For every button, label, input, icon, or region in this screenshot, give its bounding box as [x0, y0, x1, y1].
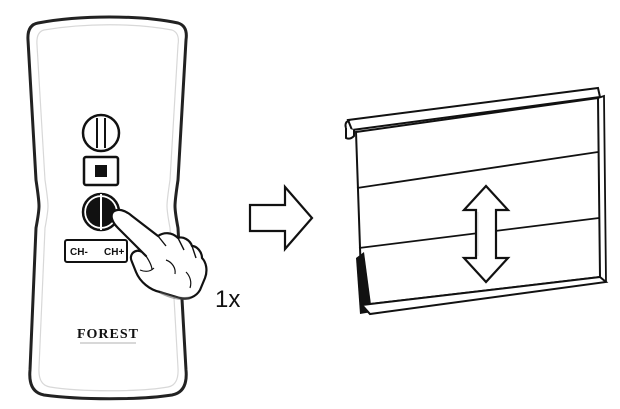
- right-arrow-icon: [248, 184, 314, 252]
- channel-up-button[interactable]: CH+: [104, 247, 124, 258]
- channel-buttons: CH- CH+: [64, 239, 128, 263]
- brand-logo: FOREST: [77, 327, 139, 342]
- channel-down-button[interactable]: CH-: [70, 247, 88, 258]
- up-down-arrow-icon: [461, 184, 511, 284]
- remote-control: CH- CH+ FOREST: [26, 15, 188, 401]
- open-button[interactable]: [81, 113, 121, 153]
- stop-button[interactable]: [82, 155, 120, 187]
- open-circle-icon: [96, 118, 106, 148]
- stop-square-icon: [95, 165, 107, 177]
- press-count-label: 1x: [215, 286, 240, 313]
- pointing-hand-icon: [110, 208, 208, 300]
- close-button[interactable]: [81, 192, 121, 232]
